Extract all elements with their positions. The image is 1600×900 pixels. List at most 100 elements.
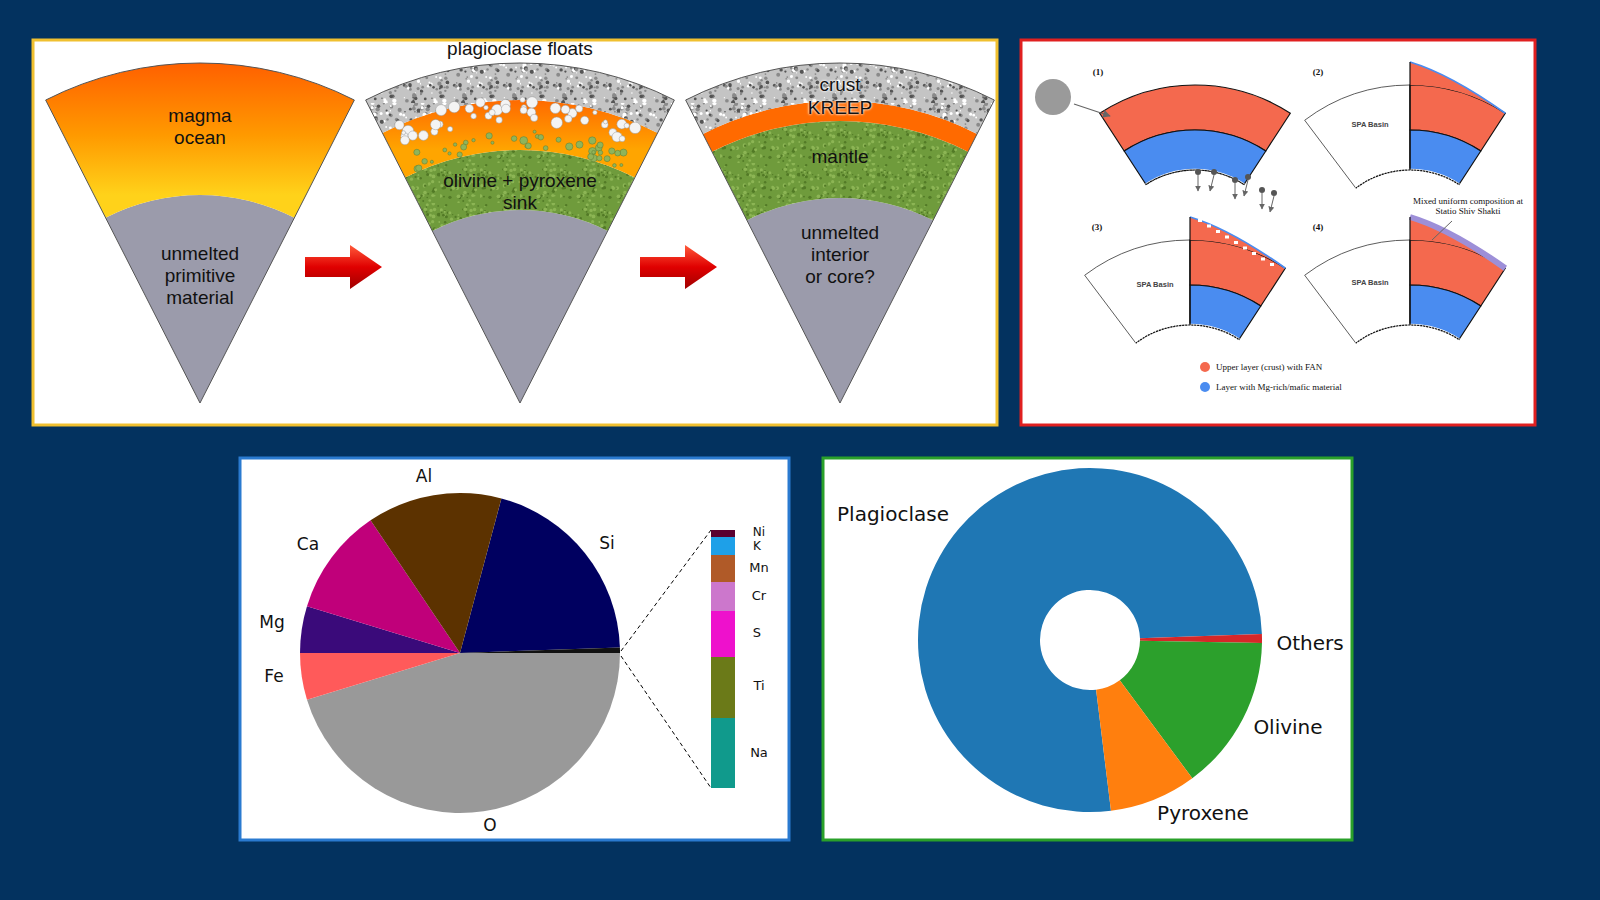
band-label: magma ocean xyxy=(160,105,240,149)
olivine-crystal xyxy=(589,137,596,144)
plagioclase-crystal xyxy=(476,98,485,107)
bar-segment xyxy=(711,657,735,718)
band-label: crust xyxy=(819,74,860,96)
label: Fe xyxy=(264,667,283,687)
impact-sketch xyxy=(1305,217,1506,343)
plagioclase-crystal xyxy=(530,114,537,121)
impact-sketch xyxy=(1305,62,1506,188)
wedge-outline xyxy=(686,63,995,403)
olivine-crystal xyxy=(461,144,467,150)
element-pie xyxy=(300,493,620,813)
wedge-layer xyxy=(747,198,933,403)
olivine-crystal xyxy=(609,148,615,154)
wedge-layer xyxy=(366,63,675,133)
debris xyxy=(1216,230,1220,233)
label: Mixed uniform composition at Statio Shiv… xyxy=(1407,196,1529,217)
olivine-crystal xyxy=(422,159,428,165)
olivine-crystal xyxy=(604,156,610,162)
label: Pyroxene xyxy=(1157,802,1249,825)
ejecta xyxy=(1410,217,1505,268)
plagioclase-crystal xyxy=(520,97,525,102)
olivine-crystal xyxy=(615,150,621,156)
inner-mask xyxy=(1146,170,1244,185)
legend-swatch xyxy=(1200,362,1210,372)
olivine-crystal xyxy=(592,150,596,154)
olivine-crystal xyxy=(566,143,573,150)
falling-path xyxy=(1262,193,1263,209)
band-label: unmelted primitive material xyxy=(150,243,250,309)
wedge-layer xyxy=(686,63,995,134)
plagioclase-crystal xyxy=(619,136,625,142)
olivine-crystal xyxy=(511,136,517,142)
falling-debris xyxy=(1232,177,1238,183)
falling-path xyxy=(1198,175,1199,191)
panel xyxy=(240,458,789,840)
olivine-crystal xyxy=(597,156,602,161)
debris xyxy=(1207,225,1211,228)
olivine-crystal xyxy=(598,150,603,155)
plagioclase-crystal xyxy=(565,115,572,122)
olivine-crystal xyxy=(525,143,531,149)
spa-basin xyxy=(1085,240,1190,343)
donut-slice xyxy=(918,468,1262,812)
layer-band: magma ocean xyxy=(160,105,240,149)
zoom-line xyxy=(621,530,711,651)
red-arrow xyxy=(640,245,717,289)
legend-swatch xyxy=(1200,382,1210,392)
olivine-crystal xyxy=(491,141,494,144)
falling-path xyxy=(1244,180,1248,196)
wedge-layer xyxy=(106,195,295,403)
bar-segment xyxy=(711,718,735,788)
wedge xyxy=(46,63,355,403)
layer-band: unmelted interior or core? xyxy=(800,222,880,288)
label: Mg xyxy=(259,613,284,633)
band-label: mantle xyxy=(811,146,868,168)
ejecta xyxy=(1410,62,1505,113)
label: SPA Basin xyxy=(1351,121,1388,130)
debris xyxy=(1243,247,1247,250)
olivine-crystal xyxy=(457,152,462,157)
olivine-crystal xyxy=(416,165,422,171)
plagioclase-crystal xyxy=(576,105,583,112)
olivine-crystal xyxy=(520,137,528,145)
spa-basin xyxy=(1305,85,1410,188)
olivine-crystal xyxy=(443,148,447,152)
bar-segment xyxy=(711,582,735,611)
wedge-layer xyxy=(46,63,355,218)
plagioclase-crystal xyxy=(489,109,495,115)
label: S xyxy=(753,626,761,641)
inner-mask xyxy=(1356,325,1459,343)
olivine-crystal xyxy=(576,141,583,148)
legend-row: Upper layer (crust) with FAN xyxy=(1200,362,1322,372)
debris xyxy=(1225,236,1229,239)
falling-path xyxy=(1235,183,1236,199)
plagioclase-crystal xyxy=(496,117,502,123)
legend-text: Upper layer (crust) with FAN xyxy=(1216,362,1322,372)
plagioclase-crystal xyxy=(430,119,440,129)
layer-band: unmelted primitive material xyxy=(150,243,250,309)
falling-debris xyxy=(1259,187,1265,193)
inner-dotted xyxy=(1356,170,1459,188)
wedge-outline xyxy=(46,63,355,403)
label: (3) xyxy=(1092,222,1103,232)
label: Cr xyxy=(752,589,766,604)
plagioclase-crystal xyxy=(471,113,477,119)
layer-band: KREEP xyxy=(808,97,872,119)
panel xyxy=(33,40,997,425)
olivine-crystal xyxy=(533,130,536,133)
debris xyxy=(1234,241,1238,244)
wedge xyxy=(686,63,995,403)
label: SPA Basin xyxy=(1136,281,1173,290)
olivine-crystal xyxy=(414,149,420,155)
cut-edge xyxy=(1409,62,1410,170)
wedge-layer xyxy=(432,210,607,403)
band-label: KREEP xyxy=(808,97,872,119)
ejecta-edge xyxy=(1410,62,1505,113)
plagioclase-crystal xyxy=(448,126,453,131)
plagioclase-crystal xyxy=(501,104,510,113)
olivine-crystal xyxy=(453,143,456,146)
olivine-crystal xyxy=(597,142,603,148)
impact-sketch xyxy=(1100,85,1291,185)
cut-edge xyxy=(1409,217,1410,325)
